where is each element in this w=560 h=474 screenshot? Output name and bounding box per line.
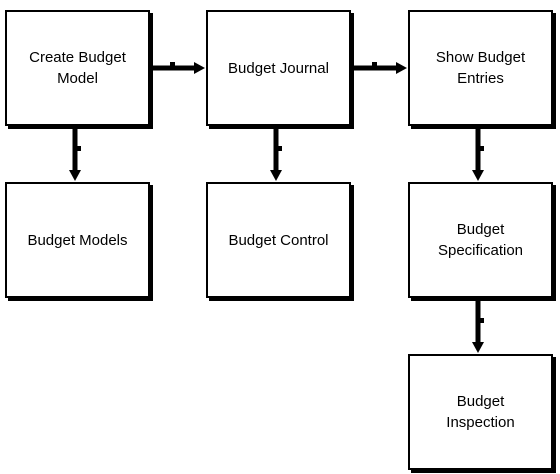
node-label: Budget Specification — [437, 221, 524, 259]
node-budget-models: Budget Models — [5, 182, 150, 298]
edge-create-to-models — [69, 126, 81, 181]
node-show-budget-entries: Show Budget Entries — [408, 10, 553, 126]
edge-journal-to-show — [351, 62, 407, 74]
node-label: Budget Control — [228, 231, 329, 249]
node-label: Create Budget Model — [29, 49, 126, 87]
node-label: Budget Inspection — [446, 393, 515, 431]
node-budget-specification: Budget Specification — [408, 182, 553, 298]
node-label: Budget Journal — [228, 59, 329, 77]
node-create-budget-model: Create Budget Model — [5, 10, 150, 126]
node-budget-journal: Budget Journal — [206, 10, 351, 126]
node-budget-control: Budget Control — [206, 182, 351, 298]
node-label: Show Budget Entries — [435, 49, 526, 87]
edge-create-to-journal — [150, 62, 205, 74]
node-label: Budget Models — [27, 231, 128, 249]
node-budget-inspection: Budget Inspection — [408, 354, 553, 470]
edge-journal-to-control — [270, 126, 282, 181]
edge-show-to-spec — [472, 126, 484, 181]
edge-spec-to-inspection — [472, 298, 484, 353]
